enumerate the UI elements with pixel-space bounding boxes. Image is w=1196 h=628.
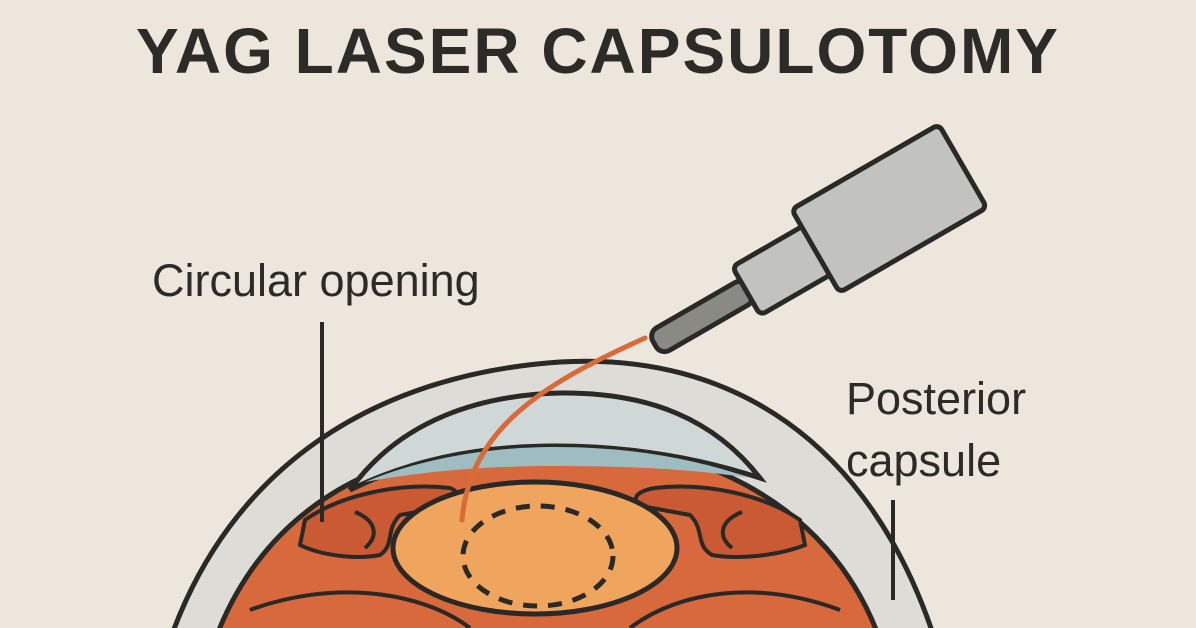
posterior-capsule-label: Posterior capsule: [846, 368, 1026, 492]
diagram-title: YAG LASER CAPSULOTOMY: [136, 15, 1060, 87]
laser-beam: [459, 335, 648, 523]
anterior-chamber-fluid: [365, 447, 750, 482]
cornea: [347, 390, 767, 493]
vitreous-fold-right: [628, 590, 841, 628]
posterior-capsule-label-line2: capsule: [846, 435, 1002, 486]
circular-opening-label: Circular opening: [152, 255, 480, 306]
laser-tip: [649, 278, 756, 355]
circular-opening: [460, 503, 616, 609]
iris-right-fold: [720, 510, 743, 550]
posterior-capsule-label-line1: Posterior: [846, 373, 1027, 424]
iris-left-fold: [354, 510, 376, 550]
laser-body: [791, 124, 988, 293]
laser-device: [649, 124, 988, 355]
vitreous-fold: [249, 590, 472, 628]
lens: [390, 479, 680, 617]
